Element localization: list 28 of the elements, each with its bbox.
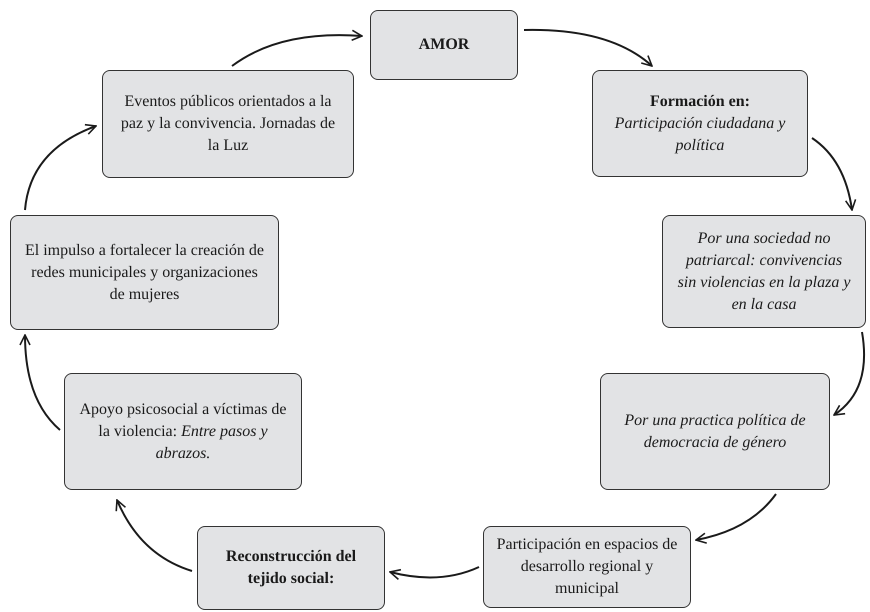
curved-arrow <box>231 30 363 67</box>
curved-arrow <box>695 493 777 544</box>
box-text: Formación en: <box>650 92 750 112</box>
curved-arrow <box>389 566 480 580</box>
process-box <box>600 373 830 490</box>
process-box <box>592 70 808 177</box>
box-text: Eventos públicos orientados a la paz y la convivencia. Jornadas de la Luz <box>120 92 336 156</box>
process-box <box>483 526 691 608</box>
process-box <box>64 373 302 490</box>
curved-arrow <box>524 28 653 67</box>
curved-arrow <box>116 499 192 572</box>
process-box <box>370 10 518 80</box>
box-text: Participación ciudadana y política <box>614 114 786 156</box>
box-text: Reconstrucción del tejido social: <box>224 547 358 589</box>
box-text: Por una sociedad no patriarcal: convivencias sin violencias en la plaza y en la casa <box>676 228 852 314</box>
curved-arrow <box>19 334 61 431</box>
box-text: Por una practica política de democracia de género <box>623 410 807 452</box>
box-text: Apoyo psicosocial a víctimas de la violencia: Entre pasos y abrazos. <box>78 400 288 464</box>
box-text: El impulso a fortalecer la creación de redes municipales y organizaciones de mujeres <box>24 240 265 304</box>
process-box <box>102 70 354 178</box>
box-text: Participación en espacios de desarrollo regional y municipal <box>496 535 678 599</box>
process-box <box>10 215 279 330</box>
curved-arrow <box>833 332 865 416</box>
box-text: AMOR <box>418 35 470 55</box>
curved-arrow <box>24 124 97 210</box>
curved-arrow <box>811 137 856 211</box>
process-box <box>662 215 866 328</box>
process-box <box>197 526 385 610</box>
